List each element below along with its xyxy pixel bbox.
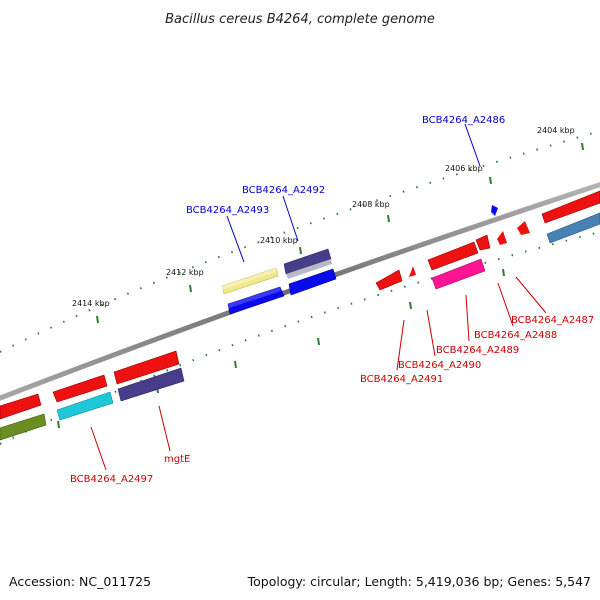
gene-a2486-arrow[interactable] xyxy=(491,205,498,216)
gene-a2487-red-1[interactable] xyxy=(497,231,507,245)
leader-a2493 xyxy=(226,215,245,263)
gene-a2492-blue[interactable] xyxy=(288,268,337,296)
gene-a2497-cyan[interactable] xyxy=(56,391,114,421)
kbp-tick-2404 xyxy=(581,142,584,151)
label-a2490[interactable]: BCB4264_A2490 xyxy=(398,360,481,371)
leader-a2490 xyxy=(426,309,436,357)
gene-a2491-red[interactable] xyxy=(375,269,403,291)
leader-a2486 xyxy=(464,123,481,167)
label-a2497[interactable]: BCB4264_A2497 xyxy=(70,474,153,485)
inner-tick-6 xyxy=(502,268,505,277)
kbp-label-2414: 2414 kbp xyxy=(72,299,110,308)
gene-left-olive[interactable] xyxy=(0,413,47,441)
kbp-label-2408: 2408 kbp xyxy=(352,200,390,209)
inner-tick-4 xyxy=(317,337,320,346)
kbp-tick-2410 xyxy=(299,246,302,255)
forward-strand-genes xyxy=(221,190,600,315)
leader-a2491 xyxy=(396,319,405,371)
kbp-label-2410: 2410 kbp xyxy=(260,236,298,245)
inner-tick-1 xyxy=(57,420,60,429)
gene-a2488-red[interactable] xyxy=(475,234,491,251)
label-a2493[interactable]: BCB4264_A2493 xyxy=(186,205,269,216)
gene-a2489-red[interactable] xyxy=(427,241,479,271)
gene-right-steel[interactable] xyxy=(546,212,600,244)
gene-a2487-red-2[interactable] xyxy=(517,221,530,235)
label-mgte[interactable]: mgtE xyxy=(164,454,190,465)
leader-lines xyxy=(90,123,547,471)
map-title: Bacillus cereus B4264, complete genome xyxy=(165,12,435,27)
topology-text: Topology: circular; Length: 5,419,036 bp… xyxy=(247,574,591,589)
gene-mgte-slate[interactable] xyxy=(117,367,185,402)
label-a2491[interactable]: BCB4264_A2491 xyxy=(360,374,443,385)
gene-a2492-fade xyxy=(286,259,332,279)
label-a2486[interactable]: BCB4264_A2486 xyxy=(422,115,505,126)
kbp-tick-2412 xyxy=(189,284,192,293)
leader-a2497 xyxy=(90,426,107,471)
accession-text: Accession: NC_011725 xyxy=(9,574,151,589)
label-a2488[interactable]: BCB4264_A2488 xyxy=(474,330,557,341)
kbp-label-2412: 2412 kbp xyxy=(166,268,204,277)
gene-left-red[interactable] xyxy=(0,393,42,420)
leader-a2489 xyxy=(465,294,470,342)
gene-a2490-red[interactable] xyxy=(409,266,416,277)
gene-labels: BCB4264_A2486 BCB4264_A2492 BCB4264_A249… xyxy=(70,115,594,485)
gene-a2497-red[interactable] xyxy=(52,374,108,403)
inner-tick-5 xyxy=(409,301,412,310)
outer-ruler: 2414 kbp 2412 kbp 2410 kbp 2408 kbp 2406… xyxy=(0,126,600,353)
gene-mgte-red[interactable] xyxy=(113,350,180,385)
gene-right-red-top[interactable] xyxy=(541,190,600,224)
label-a2489[interactable]: BCB4264_A2489 xyxy=(436,345,519,356)
kbp-tick-2406 xyxy=(489,176,492,185)
leader-a2492 xyxy=(282,195,299,242)
reverse-strand-genes xyxy=(0,221,530,441)
leader-a2488 xyxy=(497,282,514,327)
gene-a2489-magenta[interactable] xyxy=(431,258,486,290)
gene-a2493-blue-shade xyxy=(228,287,281,308)
gene-a2493-shade xyxy=(222,268,276,290)
kbp-tick-2408 xyxy=(387,214,390,223)
inner-tick-3 xyxy=(234,360,237,369)
leader-mgte xyxy=(158,405,171,452)
kbp-tick-2414 xyxy=(96,315,99,324)
leader-a2487 xyxy=(515,276,547,314)
kbp-label-2404: 2404 kbp xyxy=(537,126,575,135)
inner-ruler xyxy=(0,231,600,445)
kbp-label-2406: 2406 kbp xyxy=(445,164,483,173)
label-a2492[interactable]: BCB4264_A2492 xyxy=(242,185,325,196)
label-a2487[interactable]: BCB4264_A2487 xyxy=(511,315,594,326)
